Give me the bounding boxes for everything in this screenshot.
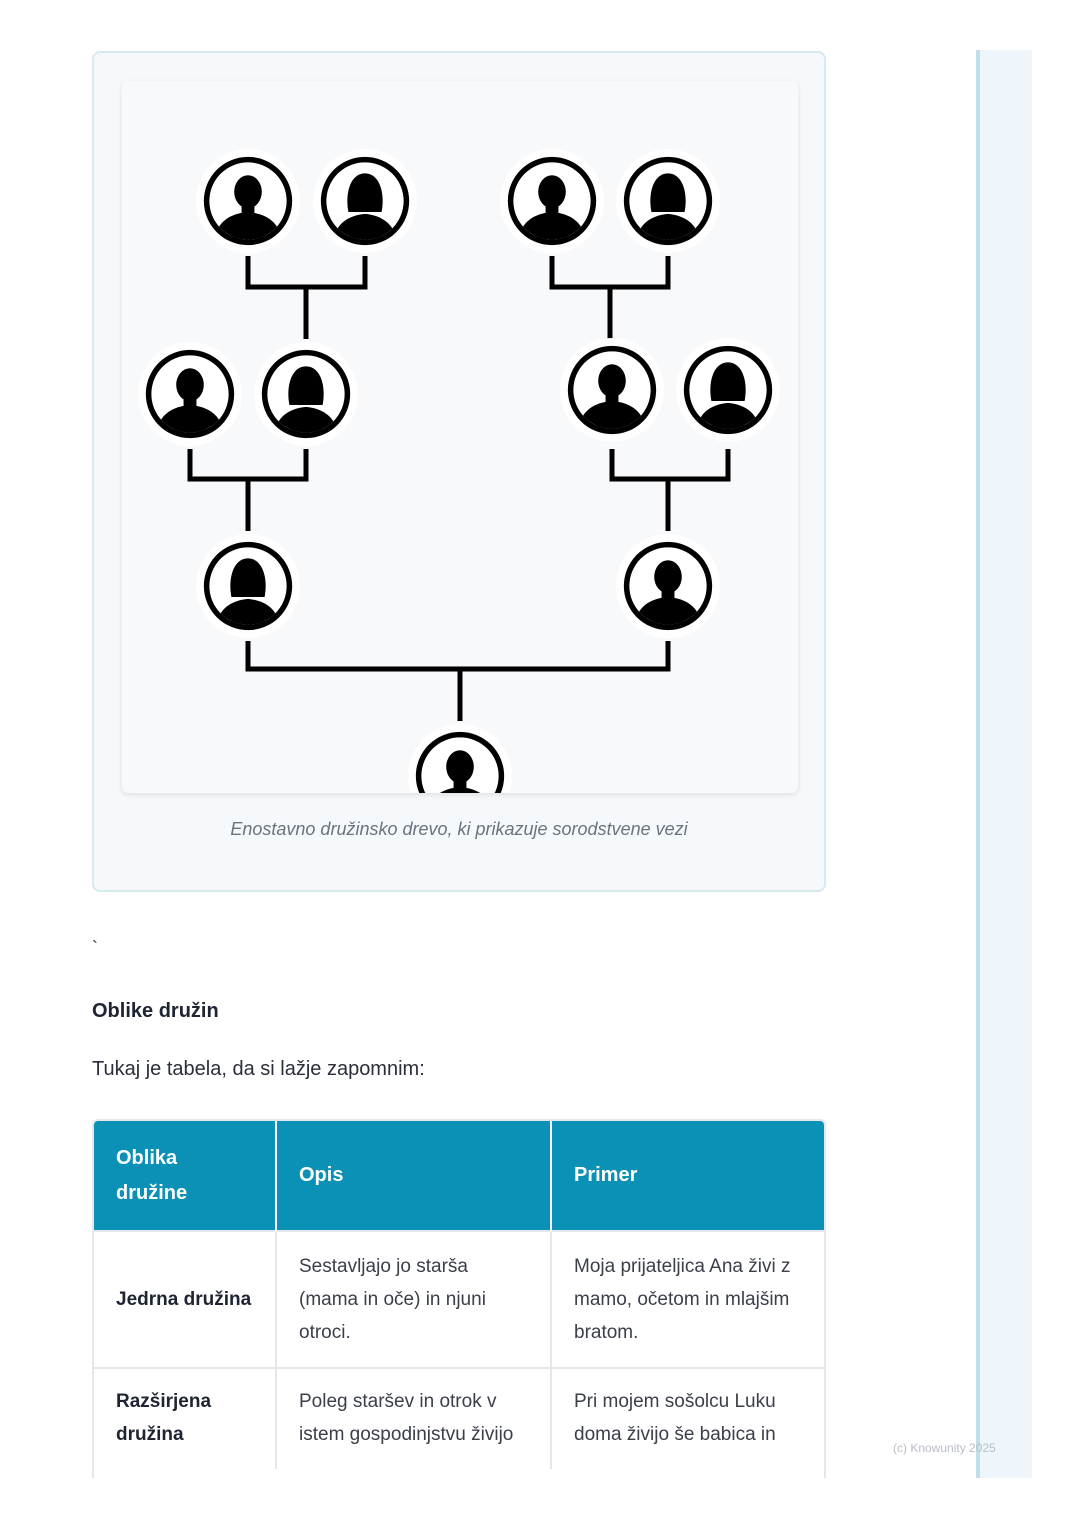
grandmother-1-icon [324, 160, 407, 247]
father-icon [627, 545, 710, 632]
grandmother-2-icon [627, 160, 710, 247]
tree-connector [549, 256, 671, 290]
grandfather-1-icon [207, 160, 290, 247]
cell-type: Razširjena družina [94, 1367, 277, 1469]
parent-woman-2-icon [687, 349, 770, 436]
section-heading: Oblike družin [92, 1000, 219, 1022]
stray-mark: ` [92, 938, 98, 958]
cell-description: Poleg staršev in otrok v istem gospodinj… [276, 1367, 552, 1469]
intro-text: Tukaj je tabela, da si lažje zapomnim: [92, 1058, 425, 1080]
watermark: (c) Knowunity 2025 [893, 1441, 996, 1455]
table-row: Razširjena družina Poleg staršev in otro… [94, 1367, 824, 1469]
cell-example: Moja prijateljica Ana živi z mamo, očeto… [551, 1230, 824, 1368]
tree-connector [187, 449, 309, 482]
figure-card: Enostavno družinsko drevo, ki prikazuje … [92, 51, 826, 892]
side-panel [976, 50, 1032, 1478]
header-example: Primer [551, 1121, 824, 1231]
cell-type: Jedrna družina [94, 1230, 277, 1368]
mother-icon [207, 545, 290, 632]
tree-connector [609, 449, 731, 482]
grandfather-2-icon [511, 160, 594, 247]
family-tree-illustration [122, 81, 798, 793]
figure-caption: Enostavno družinsko drevo, ki prikazuje … [230, 819, 688, 839]
parent-man-2-icon [571, 349, 654, 436]
header-description: Opis [276, 1121, 552, 1231]
child-icon [419, 735, 502, 793]
cell-description: Sestavljajo jo starša (mama in oče) in n… [276, 1230, 552, 1368]
parent-man-1-icon [149, 353, 232, 440]
table-row: Jedrna družina Sestavljajo jo starša (ma… [94, 1230, 824, 1368]
header-type: Oblika družine [94, 1121, 277, 1231]
table-header-row: Oblika družine Opis Primer [94, 1121, 824, 1231]
family-types-table: Oblika družine Opis Primer Jedrna družin… [92, 1119, 826, 1478]
family-tree-svg [138, 149, 780, 793]
cell-example: Pri mojem sošolcu Luku doma živijo še ba… [551, 1367, 824, 1469]
tree-connector [245, 641, 671, 672]
tree-connector [245, 256, 368, 290]
parent-woman-1-icon [265, 353, 348, 440]
